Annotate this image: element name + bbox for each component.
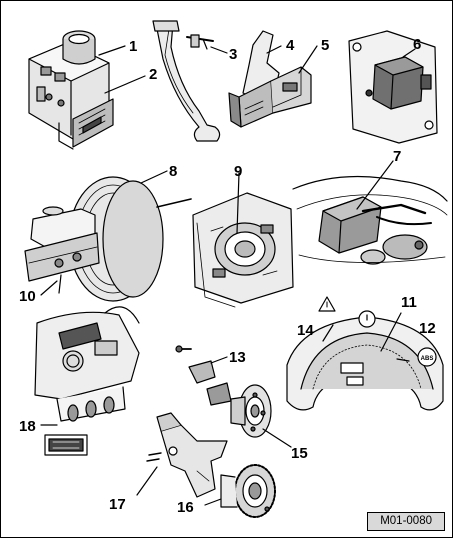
callout-1: 1 [129, 38, 137, 55]
brake-pedal [152, 20, 221, 142]
abs-lamp-icon: ABS [421, 356, 434, 362]
leader-line-14 [322, 324, 334, 342]
callout-11: 11 [401, 294, 417, 311]
callout-16: 16 [177, 499, 194, 516]
leader-line-6 [402, 48, 416, 58]
callout-17: 17 [109, 496, 126, 513]
leader-line-16 [204, 498, 222, 506]
steering-knuckle [146, 412, 228, 498]
callout-5: 5 [321, 37, 329, 54]
callout-18: 18 [19, 418, 36, 435]
leader-line-10 [40, 280, 58, 296]
wheel-speed-sensor [175, 345, 232, 406]
callout-10: 10 [19, 288, 36, 305]
callout-9: 9 [234, 163, 242, 180]
brake-booster-master-cylinder [24, 176, 192, 302]
leader-line-4 [266, 45, 282, 54]
callout-2: 2 [149, 66, 157, 83]
leader-line-12 [396, 358, 410, 362]
callout-6: 6 [413, 36, 421, 53]
wheel-bearing [220, 464, 276, 518]
leader-line-2 [104, 75, 146, 94]
leader-line-3 [210, 46, 228, 54]
callout-3: 3 [229, 46, 237, 63]
leader-line-15 [262, 428, 292, 448]
leader-line-13 [210, 356, 228, 364]
leader-line-17 [136, 466, 158, 496]
callout-8: 8 [169, 163, 177, 180]
callout-13: 13 [229, 349, 246, 366]
leader-line-11 [380, 312, 402, 352]
dashboard-diagnostic-connector [34, 306, 140, 456]
callout-14: 14 [297, 322, 314, 339]
callout-4: 4 [286, 37, 295, 54]
switch-bracket-assembly [228, 30, 312, 128]
callout-7: 7 [393, 148, 401, 165]
leader-line-9 [236, 172, 240, 234]
clock-spring [192, 192, 294, 308]
callout-15: 15 [291, 445, 308, 462]
leader-line-8 [140, 170, 168, 184]
leader-line-7 [356, 160, 394, 210]
abs-hydraulic-unit [28, 30, 114, 150]
wheel-hub [230, 384, 272, 438]
callout-12: 12 [419, 320, 436, 337]
leader-line-1 [98, 45, 126, 56]
instrument-cluster [286, 296, 444, 411]
leader-line-5 [298, 45, 318, 74]
engine-bay-view [292, 175, 448, 265]
sensor-bracket [348, 30, 438, 144]
figure-reference-label: M01-0080 [367, 512, 445, 531]
